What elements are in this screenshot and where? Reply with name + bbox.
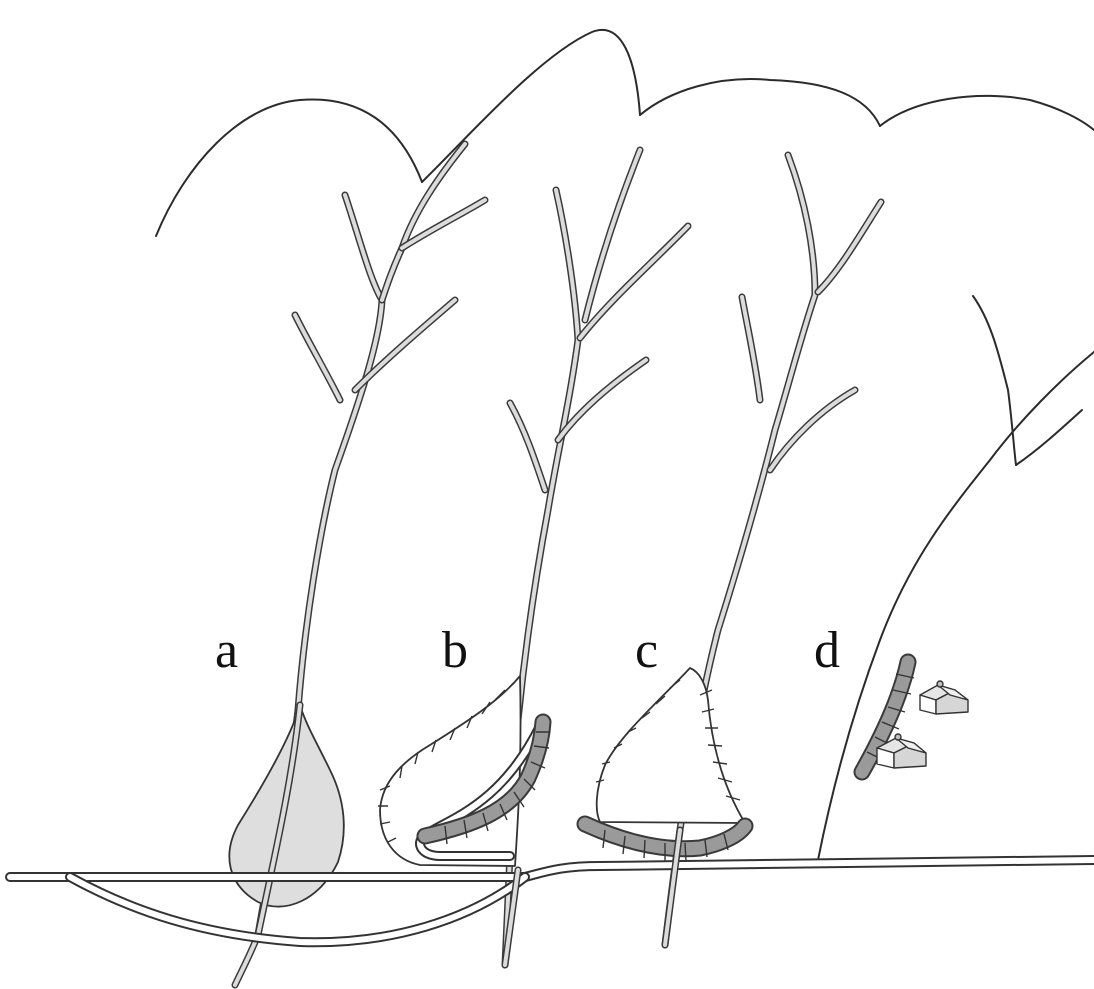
panel-label-c: c	[635, 622, 658, 679]
panel-label-d: d	[814, 622, 840, 679]
protection-wall-c	[585, 824, 745, 861]
scarp-zone-c	[596, 668, 745, 823]
ridge-line-4	[880, 96, 1094, 130]
ridge-spur-right	[818, 352, 1094, 860]
panel-label-a: a	[215, 622, 238, 679]
house-icon	[920, 681, 968, 714]
scarp-zone-b	[378, 676, 540, 866]
road	[10, 860, 1094, 942]
panel-label-b: b	[442, 622, 468, 679]
ridge-side-gully	[973, 296, 1016, 465]
stream-network-c	[665, 155, 881, 945]
ridge-line-3	[640, 79, 880, 126]
ridge-line-1	[156, 99, 422, 236]
